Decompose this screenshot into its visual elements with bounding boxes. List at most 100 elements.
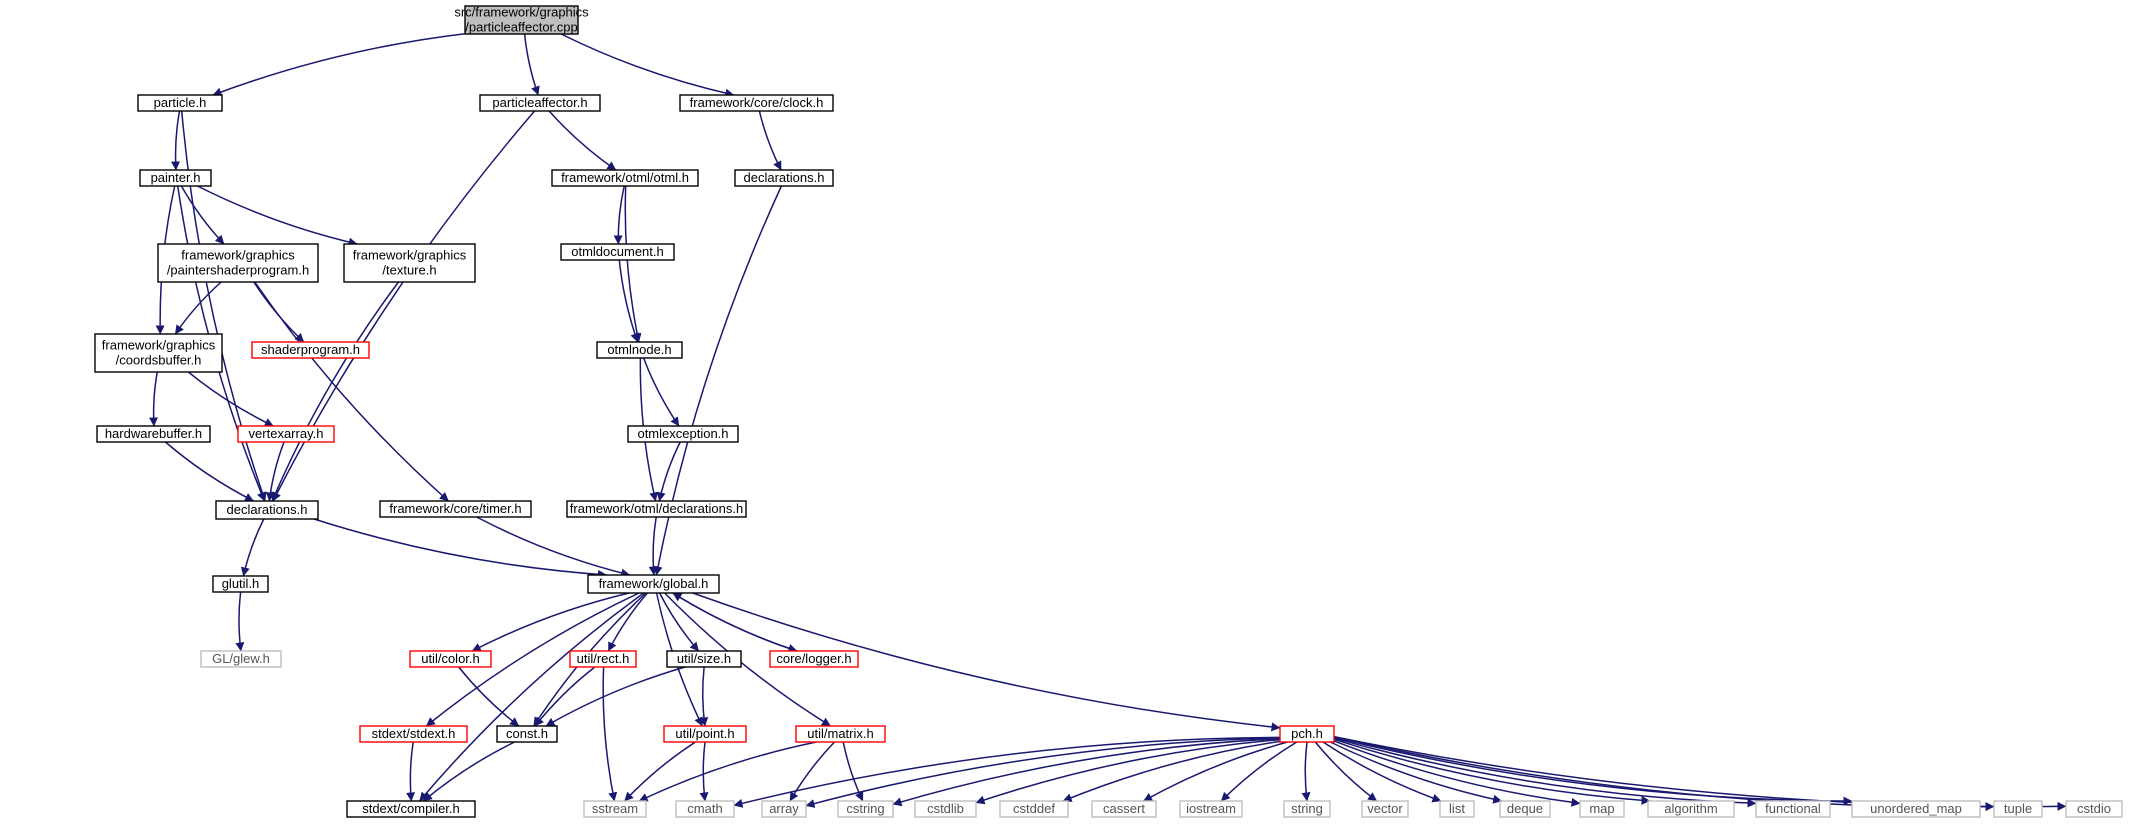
node-otml-declarations-h[interactable]: framework/otml/declarations.h [566,500,747,518]
node-point-h[interactable]: util/point.h [663,725,747,743]
node-list[interactable]: list [1439,800,1475,818]
node-compiler-h[interactable]: stdext/compiler.h [346,800,476,818]
node-pch-h[interactable]: pch.h [1279,725,1335,743]
node-label: map [1589,801,1614,816]
edge-point-h-to-sstream [624,741,696,802]
node-vertexarray-h[interactable]: vertexarray.h [237,425,335,443]
edge-timer-h-to-global-h [476,516,631,578]
node-algorithm[interactable]: algorithm [1647,800,1735,818]
node-clock-h[interactable]: framework/core/clock.h [679,94,834,112]
node-rect-h[interactable]: util/rect.h [569,650,637,668]
edge-otmlexception-h-to-otml-declarations-h [656,441,681,502]
node-stdext-h[interactable]: stdext/stdext.h [359,725,468,743]
node-deque[interactable]: deque [1499,800,1551,818]
node-box [1439,800,1475,818]
node-timer-h[interactable]: framework/core/timer.h [379,500,532,518]
node-box [2065,800,2123,818]
node-box [251,341,370,359]
node-functional[interactable]: functional [1755,800,1831,818]
node-cassert[interactable]: cassert [1091,800,1157,818]
node-label: list [1449,801,1465,816]
node-cstddef[interactable]: cstddef [999,800,1069,818]
node-size-h[interactable]: util/size.h [666,650,742,668]
node-box [795,725,886,743]
node-sstream[interactable]: sstream [583,800,647,818]
node-label: unordered_map [1870,801,1962,816]
node-cstring[interactable]: cstring [837,800,894,818]
node-label: framework/graphics [102,338,216,353]
node-box [837,800,894,818]
node-iostream[interactable]: iostream [1179,800,1243,818]
edge-coordsbuffer-h-to-hardwarebuffer-h [149,371,159,427]
edge-particle-h-to-painter-h [170,110,181,171]
node-glew-h[interactable]: GL/glew.h [200,650,282,668]
node-box [761,800,807,818]
node-box [1579,800,1625,818]
node-box [346,800,476,818]
node-hardwarebuffer-h[interactable]: hardwarebuffer.h [96,425,211,443]
node-label: /coordsbuffer.h [116,353,202,368]
node-root[interactable]: src/framework/graphics/particleaffector.… [454,5,589,35]
node-otmlnode-h[interactable]: otmlnode.h [596,341,683,359]
node-label: cstring [846,801,884,816]
node-map[interactable]: map [1579,800,1625,818]
node-cstdio[interactable]: cstdio [2065,800,2123,818]
node-label: shaderprogram.h [261,342,360,357]
node-texture-h[interactable]: framework/graphics/texture.h [343,243,476,283]
node-cstdlib[interactable]: cstdlib [914,800,977,818]
node-particleaffector-h[interactable]: particleaffector.h [479,94,601,112]
node-label: util/matrix.h [807,726,873,741]
node-cmath[interactable]: cmath [675,800,735,818]
node-label: declarations.h [744,170,825,185]
edge-point-h-to-cmath [699,741,709,802]
node-otmlexception-h[interactable]: otmlexception.h [627,425,739,443]
node-box [137,94,223,112]
edge-matrix-h-to-array [789,741,836,802]
node-box [1179,800,1243,818]
node-declarations-gfx[interactable]: declarations.h [215,500,319,520]
node-otmldocument-h[interactable]: otmldocument.h [560,243,675,261]
node-box [212,575,269,593]
node-coordsbuffer-h[interactable]: framework/graphics/coordsbuffer.h [94,333,223,373]
node-label: framework/graphics [181,248,295,263]
node-array[interactable]: array [761,800,807,818]
node-otml-h[interactable]: framework/otml/otml.h [551,169,699,187]
edge-vertexarray-h-to-declarations-gfx [265,441,285,502]
node-painter-h[interactable]: painter.h [139,169,212,187]
node-paintershaderprogram-h[interactable]: framework/graphics/paintershaderprogram.… [157,243,319,283]
edge-root-to-clock-h [560,33,735,98]
node-box [496,725,558,743]
node-declarations-core[interactable]: declarations.h [734,169,834,187]
node-box [1499,800,1551,818]
node-glutil-h[interactable]: glutil.h [212,575,269,593]
node-label: util/rect.h [577,651,630,666]
edge-global-h-to-size-h [658,592,700,652]
node-label: const.h [506,726,548,741]
node-label: algorithm [1664,801,1717,816]
node-tuple[interactable]: tuple [1993,800,2043,818]
node-global-h[interactable]: framework/global.h [587,574,720,594]
edge-root-to-particleaffector-h [523,33,540,96]
node-logger-h[interactable]: core/logger.h [769,650,859,668]
node-box [627,425,739,443]
edge-otmldocument-h-to-otmlnode-h [618,259,640,343]
node-particle-h[interactable]: particle.h [137,94,223,112]
edge-pch-h-to-unordered-map [1333,736,1853,806]
node-label: deque [1507,801,1543,816]
node-label: array [769,801,799,816]
node-box [769,650,859,668]
node-box [675,800,735,818]
node-box [200,650,282,668]
node-box [157,243,319,283]
edge-matrix-h-to-cstring [842,741,864,802]
node-matrix-h[interactable]: util/matrix.h [795,725,886,743]
edge-painter-h-to-texture-h [197,185,358,247]
node-label: otmldocument.h [571,244,664,259]
node-unordered-map[interactable]: unordered_map [1851,800,1981,818]
node-shaderprogram-h[interactable]: shaderprogram.h [251,341,370,359]
node-const-h[interactable]: const.h [496,725,558,743]
edge-otmlnode-h-to-otmlexception-h [642,357,680,427]
node-vector[interactable]: vector [1361,800,1409,818]
node-color-h[interactable]: util/color.h [409,650,492,668]
node-string[interactable]: string [1283,800,1331,818]
